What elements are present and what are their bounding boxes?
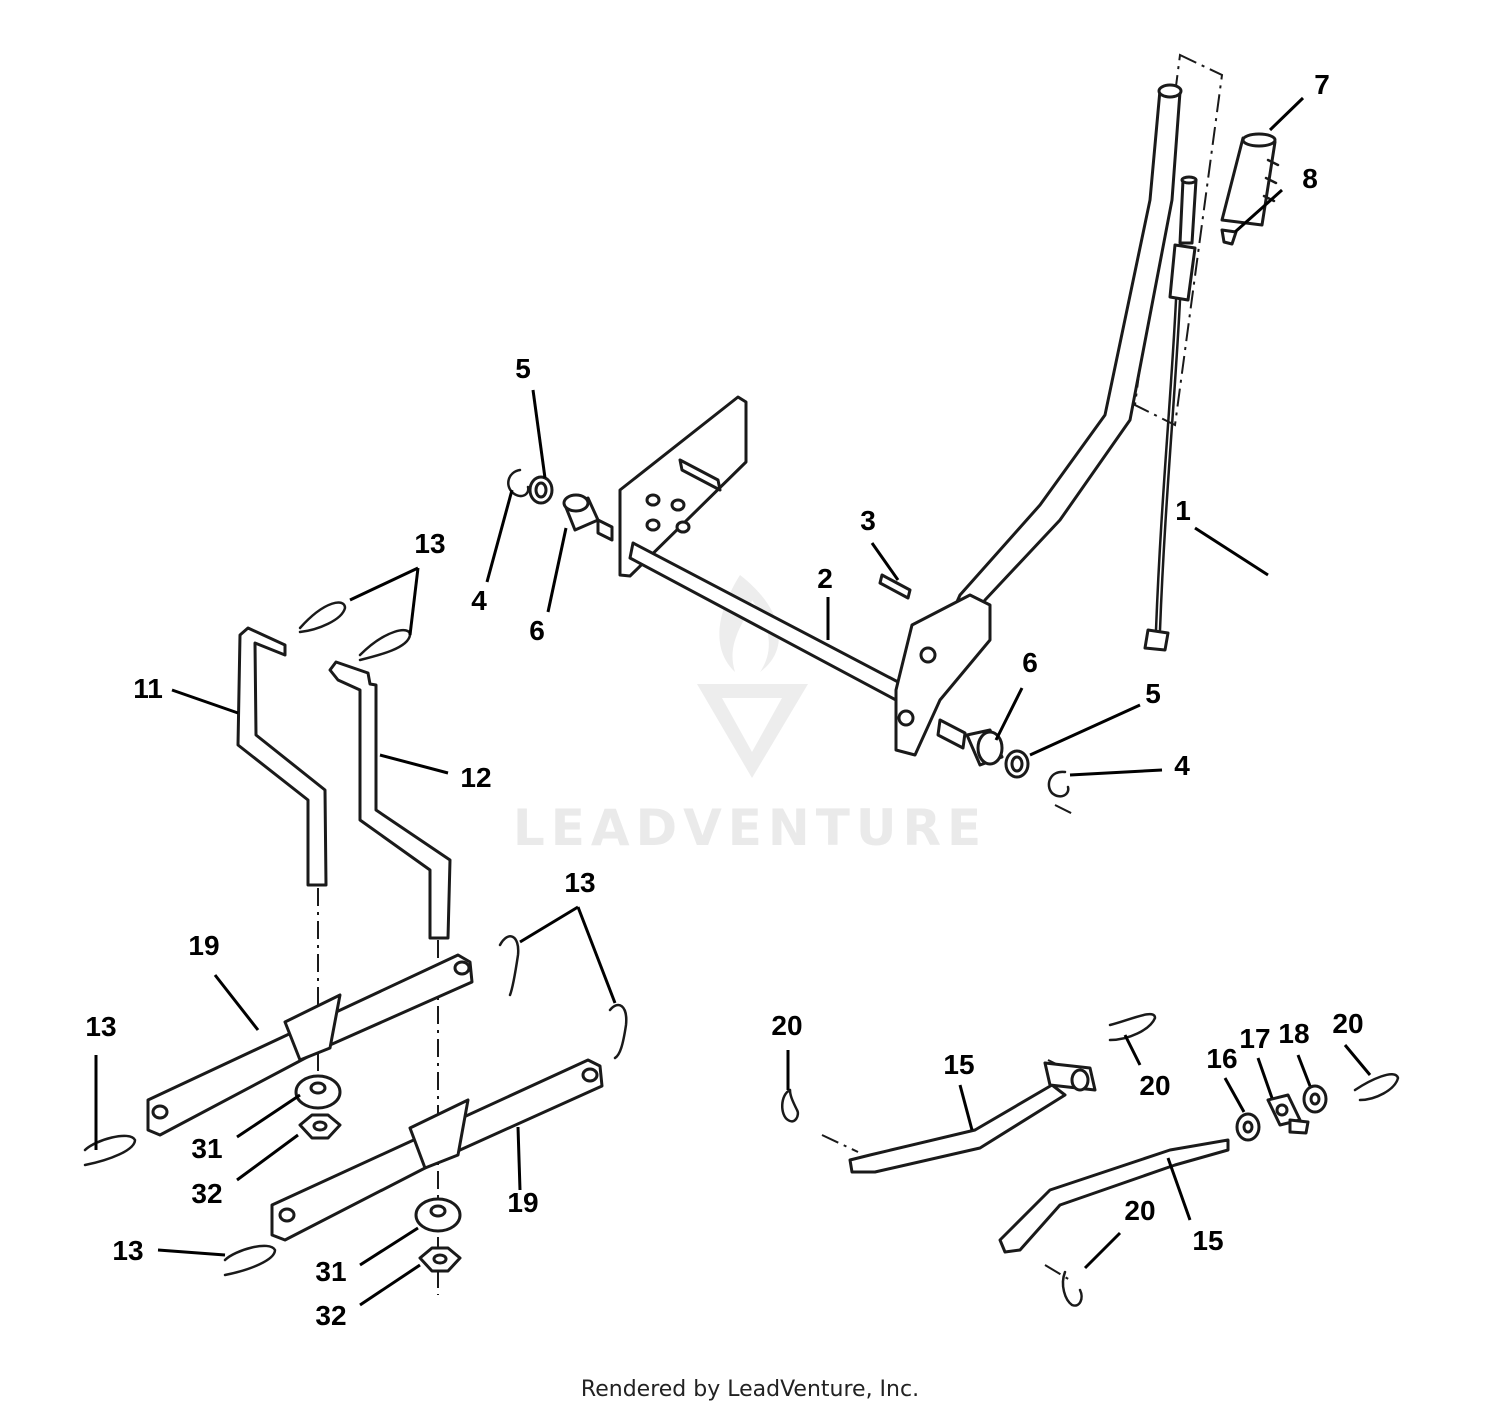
callout-1: 1: [1175, 495, 1191, 526]
callout-31-right: 31: [315, 1256, 346, 1287]
callout-6-right: 6: [1022, 647, 1038, 678]
callout-8: 8: [1302, 163, 1318, 194]
lift-arm-upper: [146, 953, 474, 1137]
hairpin-clip-mid-1: [498, 935, 520, 997]
callout-5-right: 5: [1145, 678, 1161, 709]
callout-20-bottom: 20: [1124, 1195, 1155, 1226]
nut-right: [418, 1246, 462, 1273]
lift-arm-lower: [270, 1058, 604, 1242]
callout-20-left: 20: [771, 1010, 802, 1041]
hairpin-clip-top-1: [298, 601, 347, 634]
callout-3: 3: [860, 505, 876, 536]
leader-lines: [94, 96, 1372, 1307]
callout-13-left: 13: [85, 1011, 116, 1042]
jam-nut: [1235, 1112, 1261, 1142]
callout-16: 16: [1206, 1043, 1237, 1074]
washer-left: [528, 475, 554, 505]
callout-7: 7: [1314, 69, 1330, 100]
callout-17: 17: [1239, 1023, 1270, 1054]
adjust-rod-upper: [848, 1061, 1097, 1174]
callout-18: 18: [1278, 1018, 1309, 1049]
callout-19-lower: 19: [507, 1187, 538, 1218]
callout-31-left: 31: [191, 1133, 222, 1164]
handle-grip: [1220, 132, 1280, 227]
callout-15-lower: 15: [1192, 1225, 1223, 1256]
hairpin-clip-bottom-1: [83, 1134, 137, 1167]
callout-2: 2: [817, 563, 833, 594]
hairpin-clip-20-3: [1353, 1073, 1400, 1102]
lift-cable: [1143, 175, 1198, 652]
hairpin-clip-20-2: [1108, 1012, 1157, 1042]
spacer-left: [294, 1074, 342, 1110]
callout-19-upper: 19: [188, 930, 219, 961]
callout-20-center: 20: [1139, 1070, 1170, 1101]
callout-32-right: 32: [315, 1300, 346, 1331]
callout-13-mid: 13: [564, 867, 595, 898]
nut-left: [298, 1113, 342, 1140]
callout-labels: 1 2 3 4 5 6 7 8 6 5 4 11 12 13 13 13 13 …: [85, 69, 1363, 1331]
hairpin-clip-bottom-2: [223, 1244, 277, 1277]
callout-15-upper: 15: [943, 1049, 974, 1080]
callout-11: 11: [133, 673, 163, 704]
watermark-text: LEADVENTURE: [513, 799, 987, 857]
callout-13-top: 13: [414, 528, 445, 559]
callout-6-left: 6: [529, 615, 545, 646]
mounting-bracket: [618, 395, 748, 578]
callout-4-right: 4: [1174, 750, 1190, 781]
grip-screw: [1220, 228, 1238, 246]
adjust-rod-lower: [998, 1138, 1230, 1254]
hairpin-clip-20-1: [781, 1088, 800, 1123]
washer-right: [1004, 749, 1030, 779]
trunnion: [1266, 1093, 1310, 1135]
e-clip-right: [1047, 770, 1070, 798]
lift-link-right: [328, 660, 452, 940]
callout-4-left: 4: [471, 585, 487, 616]
lift-lever-handle: [894, 83, 1183, 757]
roll-pin: [878, 573, 912, 600]
callout-5-left: 5: [515, 353, 531, 384]
callout-20-right: 20: [1332, 1008, 1363, 1039]
bushing-left: [562, 493, 600, 532]
callout-12: 12: [460, 762, 491, 793]
callout-32-left: 32: [191, 1178, 222, 1209]
hex-nut: [1302, 1084, 1328, 1114]
hairpin-clip-mid-2: [608, 1003, 628, 1060]
hairpin-clip-20-4: [1061, 1270, 1083, 1307]
footer-credit: Rendered by LeadVenture, Inc.: [580, 1377, 920, 1402]
lift-shaft: [596, 518, 902, 702]
hairpin-clip-top-2: [358, 628, 412, 662]
spacer-right: [414, 1197, 462, 1233]
lift-link-left: [236, 626, 328, 887]
callout-13-bottom: 13: [112, 1235, 143, 1266]
